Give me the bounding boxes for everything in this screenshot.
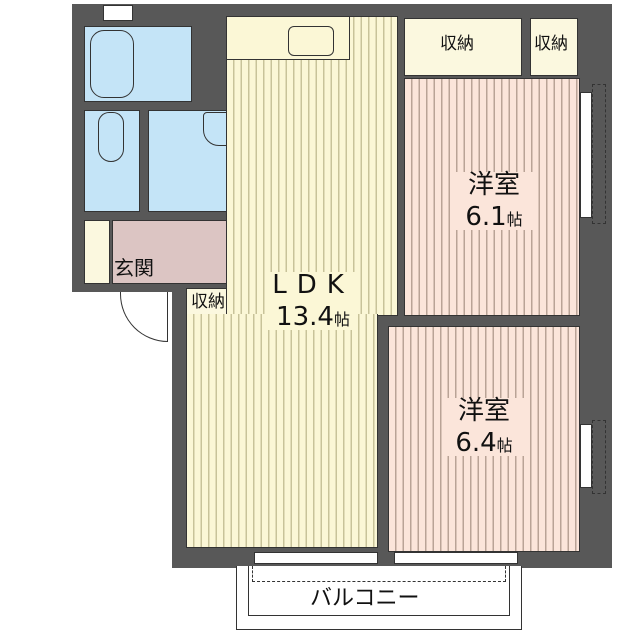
toilet-icon bbox=[98, 112, 124, 162]
balcony-outer bbox=[236, 566, 522, 630]
window-room-2 bbox=[580, 424, 592, 488]
window-dash-1 bbox=[592, 84, 606, 224]
balcony-window-room2 bbox=[394, 552, 518, 564]
ldk-size: 13.4帖 bbox=[276, 302, 350, 332]
western-room-1-size: 6.1帖 bbox=[465, 202, 523, 232]
balcony-label: バルコニー bbox=[310, 586, 420, 611]
window-room-1 bbox=[580, 92, 592, 218]
western-room-2-name: 洋室 bbox=[457, 396, 510, 426]
western-room-1-name: 洋室 bbox=[467, 170, 520, 200]
sink-icon bbox=[288, 26, 334, 56]
western-room-2-label: 洋室 6.4帖 bbox=[444, 398, 524, 456]
storage-label-2: 収納 bbox=[440, 34, 474, 54]
western-room-1-label: 洋室 6.1帖 bbox=[454, 172, 534, 230]
storage-closet-b bbox=[530, 18, 578, 76]
storage-label-3: 収納 bbox=[534, 34, 568, 54]
bath-window bbox=[103, 5, 133, 21]
balcony-inner bbox=[248, 566, 510, 616]
entrance-hall bbox=[112, 220, 240, 284]
bathtub-icon bbox=[90, 30, 134, 98]
entrance-label: 玄関 bbox=[114, 256, 154, 280]
entrance-door[interactable] bbox=[120, 292, 168, 342]
window-dash-2 bbox=[592, 420, 606, 494]
shoe-storage bbox=[84, 220, 110, 284]
ldk-room-upper bbox=[226, 16, 398, 316]
western-room-2-size: 6.4帖 bbox=[455, 428, 513, 458]
balcony-dash bbox=[252, 566, 506, 582]
ldk-room-lower bbox=[186, 314, 378, 548]
ldk-label: LDK 13.4帖 bbox=[268, 272, 358, 330]
storage-closet-a bbox=[404, 18, 522, 76]
ldk-name: LDK bbox=[272, 270, 354, 300]
storage-label-1: 収納 bbox=[191, 292, 225, 312]
balcony-window-ldk bbox=[254, 552, 378, 564]
